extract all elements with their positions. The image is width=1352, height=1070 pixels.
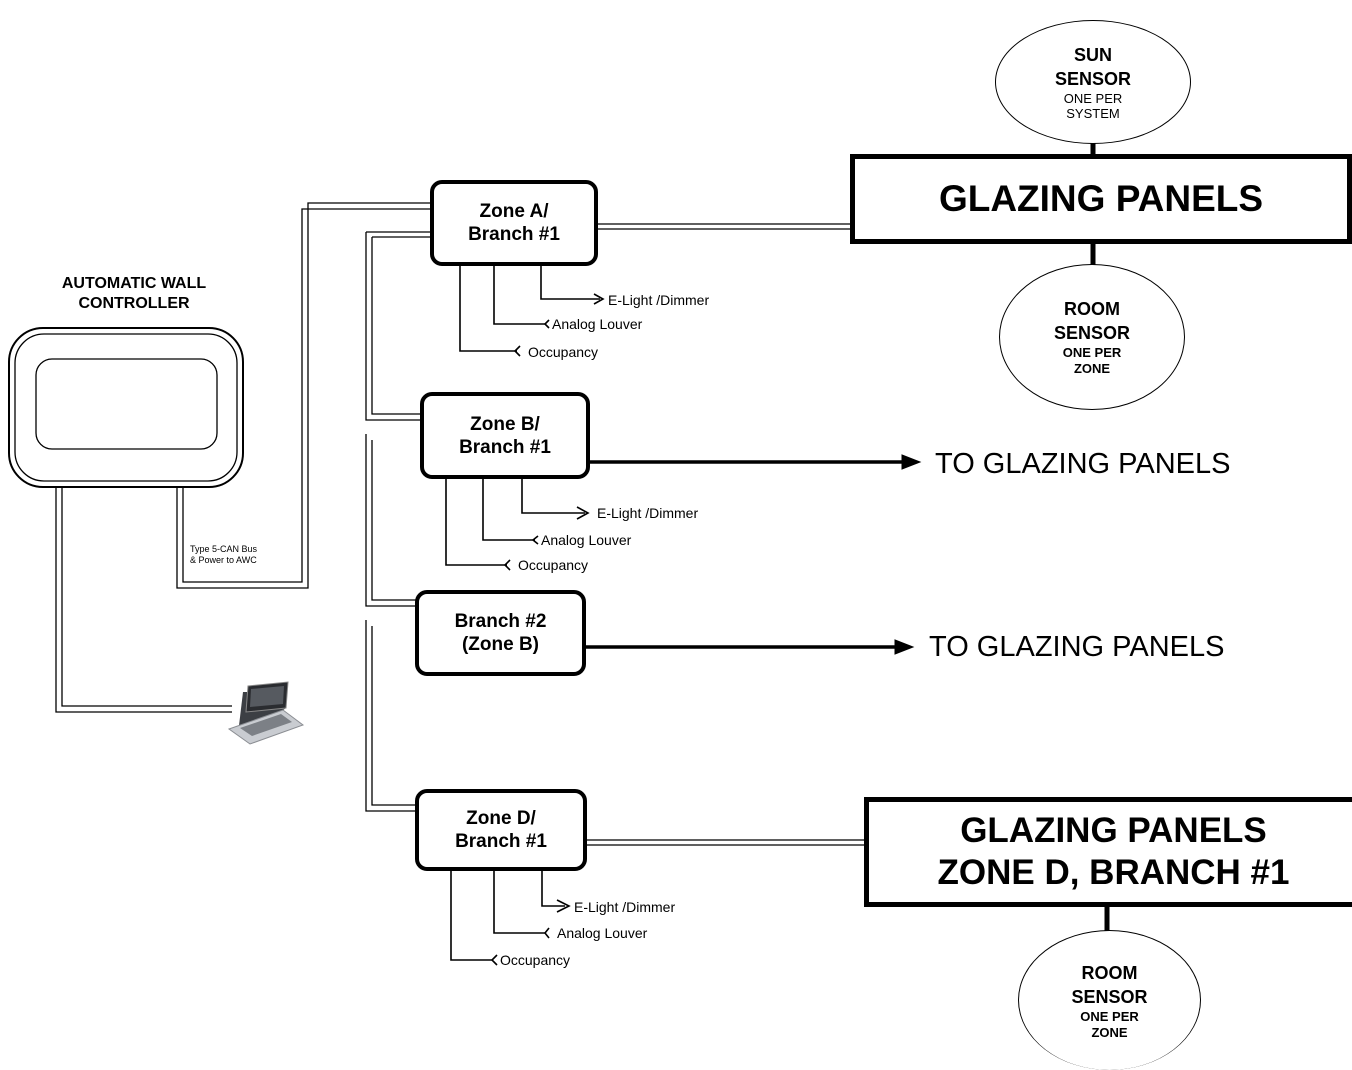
room-sensor-top-line1: ROOM: [1064, 299, 1120, 319]
zone-a-output-louver: Analog Louver: [552, 316, 643, 332]
branch-2-line1: Branch #2: [454, 611, 547, 632]
zone-d-branch-1-box: Zone D/ Branch #1: [415, 789, 587, 871]
laptop-line: [61, 487, 232, 707]
room-sensor-top-line3: ONE PER: [1062, 345, 1122, 360]
zone-b-output-louver: Analog Louver: [541, 532, 632, 548]
zone-b-output-occupancy: Occupancy: [518, 557, 589, 573]
bus-line: [182, 208, 432, 583]
sun-sensor: SUN SENSOR ONE PER SYSTEM: [995, 20, 1191, 144]
sun-sensor-line2: SENSOR: [1054, 69, 1132, 89]
trunk-line: [371, 237, 422, 415]
laptop-icon: [227, 681, 305, 745]
bus-label-line2: & Power to AWC: [190, 555, 257, 565]
sun-sensor-line1: SUN: [1073, 45, 1112, 65]
zone-d-output-elight: E-Light /Dimmer: [574, 899, 676, 915]
trunk-line: [371, 626, 417, 806]
room-sensor-bottom-line2: SENSOR: [1071, 986, 1148, 1007]
trunk-line: [365, 232, 422, 421]
glazing-panels-top-label: GLAZING PANELS: [938, 178, 1264, 219]
branch-2-arrow-label: TO GLAZING PANELS: [929, 631, 1225, 663]
glazing-panels-top: GLAZING PANELS: [850, 154, 1352, 244]
glazing-panels-zone-d-line2: ZONE D, BRANCH #1: [937, 853, 1290, 892]
room-sensor-bottom-line3: ONE PER: [1080, 1008, 1139, 1024]
zone-b-output-elight: E-Light /Dimmer: [597, 505, 699, 521]
glazing-panels-zone-d-line1: GLAZING PANELS: [960, 811, 1267, 850]
zone-a-line2: Branch #1: [468, 224, 560, 245]
laptop-line: [55, 487, 232, 713]
zone-a-line1: Zone A/: [479, 201, 549, 222]
zone-b-branch-1-box: Zone B/ Branch #1: [420, 392, 590, 479]
wall-controller-icon: [8, 327, 244, 488]
trunk-line: [371, 440, 417, 601]
zone-a-output-elight: E-Light /Dimmer: [608, 292, 710, 308]
bus-line: [176, 202, 432, 589]
room-sensor-top: ROOM SENSOR ONE PER ZONE: [999, 264, 1185, 410]
branch-2-zone-b-box: Branch #2 (Zone B): [415, 590, 586, 676]
controller-title: AUTOMATIC WALL CONTROLLER: [36, 274, 232, 314]
zone-b-line2: Branch #1: [459, 436, 551, 458]
room-sensor-top-line2: SENSOR: [1053, 323, 1131, 343]
controller-title-line1: AUTOMATIC WALL: [61, 275, 207, 292]
trunk-line: [365, 620, 417, 812]
zone-a-output-occupancy: Occupancy: [528, 344, 599, 360]
zone-d-output-occupancy: Occupancy: [500, 952, 571, 968]
room-sensor-bottom-line1: ROOM: [1081, 962, 1138, 983]
zone-a-branch-1-box: Zone A/ Branch #1: [430, 180, 598, 266]
room-sensor-bottom: ROOM SENSOR ONE PER ZONE: [1018, 930, 1201, 1070]
zone-b-line1: Zone B/: [470, 413, 540, 435]
zone-d-output-louver: Analog Louver: [557, 925, 648, 941]
controller-title-line2: CONTROLLER: [78, 295, 190, 312]
glazing-panels-zone-d: GLAZING PANELS ZONE D, BRANCH #1: [864, 797, 1352, 907]
room-sensor-top-line4: ZONE: [1073, 361, 1111, 376]
bus-label-line1: Type 5-CAN Bus: [190, 544, 258, 554]
room-sensor-bottom-line4: ZONE: [1091, 1024, 1128, 1040]
zone-b-arrow-label: TO GLAZING PANELS: [935, 448, 1231, 480]
sun-sensor-line3: ONE PER: [1063, 91, 1123, 106]
trunk-line: [365, 434, 417, 607]
branch-2-line2: (Zone B): [461, 634, 540, 655]
zone-d-line1: Zone D/: [466, 808, 536, 829]
zone-d-line2: Branch #1: [455, 831, 547, 852]
sun-sensor-line4: SYSTEM: [1066, 106, 1120, 121]
